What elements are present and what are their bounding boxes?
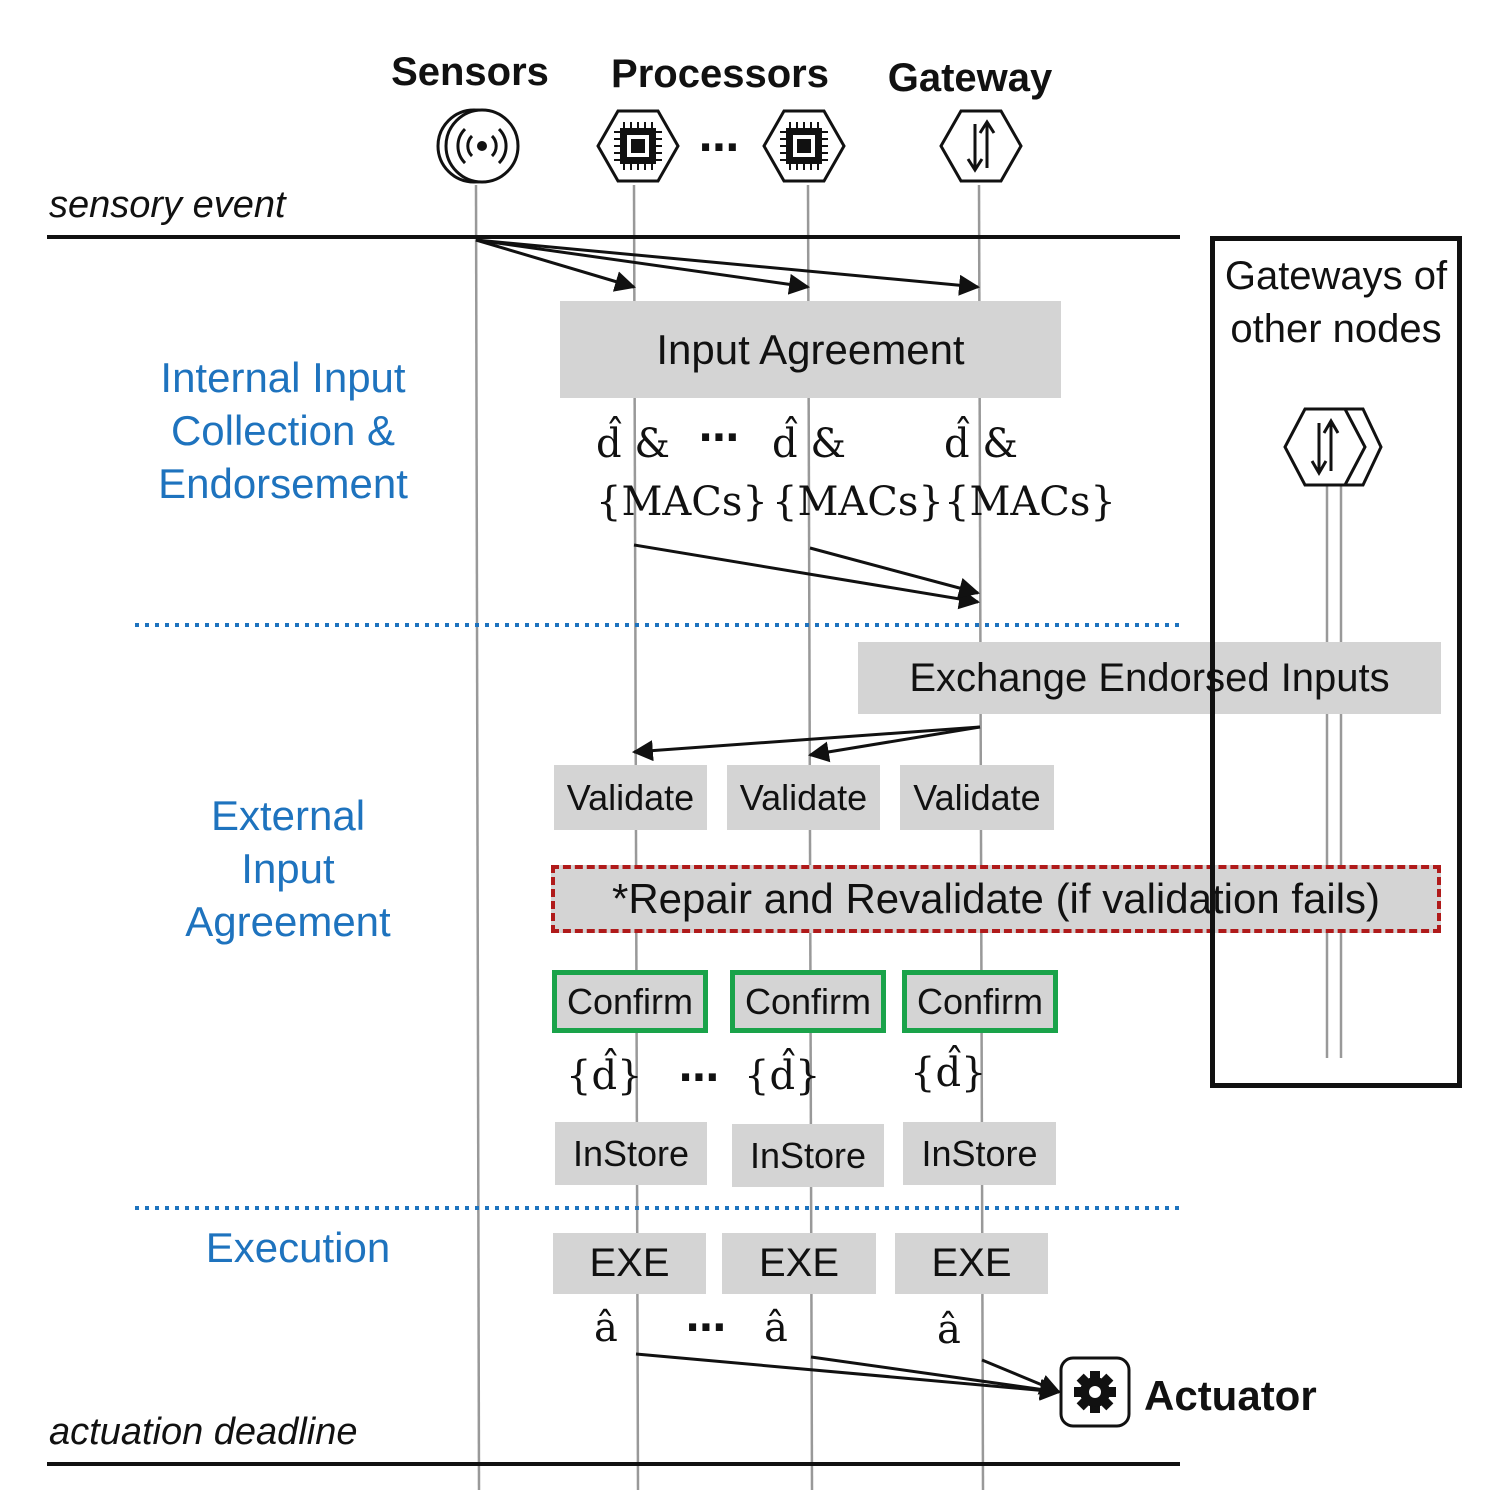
sensor-icon: [436, 108, 520, 184]
other-nodes-panel: [1210, 236, 1462, 1088]
a-hat-1: â: [594, 1305, 618, 1351]
repair-revalidate-box: *Repair and Revalidate (if validation fa…: [551, 865, 1441, 933]
arrow-p1-endorse-to-gateway: [633, 543, 981, 610]
arrow-gateway-to-p2: [807, 725, 981, 763]
exchange-endorsed-inputs-box: Exchange Endorsed Inputs: [858, 642, 1441, 714]
arrow-sensor-to-processor2: [475, 238, 811, 295]
d-hat-and-1: d̂ &: [596, 421, 670, 467]
phase-external-label: External Input Agreement: [185, 792, 391, 945]
confirm-box-3: Confirm: [902, 970, 1058, 1033]
processor-icon: [596, 109, 680, 183]
a-hat-3: â: [937, 1307, 961, 1353]
arrow-sensor-to-processor1: [475, 238, 637, 292]
arrow-p1-to-actuator: [635, 1352, 1062, 1401]
actuator-label: Actuator: [1144, 1372, 1317, 1419]
exe-box-2: EXE: [722, 1233, 876, 1294]
macs-1: {MACs}: [596, 479, 768, 525]
endorse-ellipsis: ⋯: [699, 416, 740, 460]
gateway-header: Gateway: [887, 56, 1053, 100]
exe-box-1: EXE: [553, 1233, 706, 1294]
phase-execution-label: Execution: [205, 1224, 391, 1271]
validate-box-2: Validate: [727, 765, 880, 830]
d-hat-and-2: d̂ &: [772, 421, 846, 467]
exe-ellipsis: ⋯: [686, 1306, 727, 1350]
arrow-gateway-to-p1: [631, 725, 981, 762]
sensor-lifeline: [474, 184, 481, 1491]
instore-box-3: InStore: [903, 1122, 1056, 1185]
a-hat-2: â: [764, 1305, 788, 1351]
confirm-box-1: Confirm: [552, 970, 708, 1033]
arrow-p2-to-actuator: [810, 1355, 1062, 1400]
processors-ellipsis: ⋯: [699, 126, 740, 170]
gateway-icon: [939, 109, 1023, 183]
processor-icon: [762, 109, 846, 183]
sensory-event-label: sensory event: [49, 184, 286, 226]
arrow-gateway-to-actuator: [981, 1358, 1061, 1395]
validate-box-1: Validate: [554, 765, 707, 830]
exe-box-3: EXE: [895, 1233, 1048, 1294]
other-nodes-title: Gateways of other nodes: [1224, 254, 1448, 351]
macs-2: {MACs}: [772, 479, 944, 525]
confirm-box-2: Confirm: [730, 970, 886, 1033]
validate-box-3: Validate: [900, 765, 1054, 830]
gear-icon: [1059, 1356, 1131, 1428]
confirm-ellipsis: ⋯: [679, 1056, 720, 1100]
macs-3: {MACs}: [944, 479, 1116, 525]
d-hat-and-3: d̂ &: [944, 421, 1018, 467]
arrow-p2-endorse-to-gateway: [809, 546, 981, 599]
arrow-sensor-to-gateway: [475, 238, 981, 296]
instore-box-2: InStore: [732, 1124, 884, 1187]
actuation-deadline-label: actuation deadline: [49, 1411, 358, 1453]
sensors-header: Sensors: [391, 50, 549, 94]
processors-header: Processors: [611, 52, 829, 96]
input-agreement-box: Input Agreement: [560, 301, 1061, 398]
instore-box-1: InStore: [555, 1122, 707, 1185]
d-hat-set-3: {d̂}: [910, 1050, 987, 1096]
d-hat-set-2: {d̂}: [744, 1053, 821, 1099]
phase-internal-label: Internal Input Collection & Endorsement: [158, 354, 408, 507]
other-gateways-icon: [1283, 407, 1383, 487]
d-hat-set-1: {d̂}: [566, 1053, 643, 1099]
